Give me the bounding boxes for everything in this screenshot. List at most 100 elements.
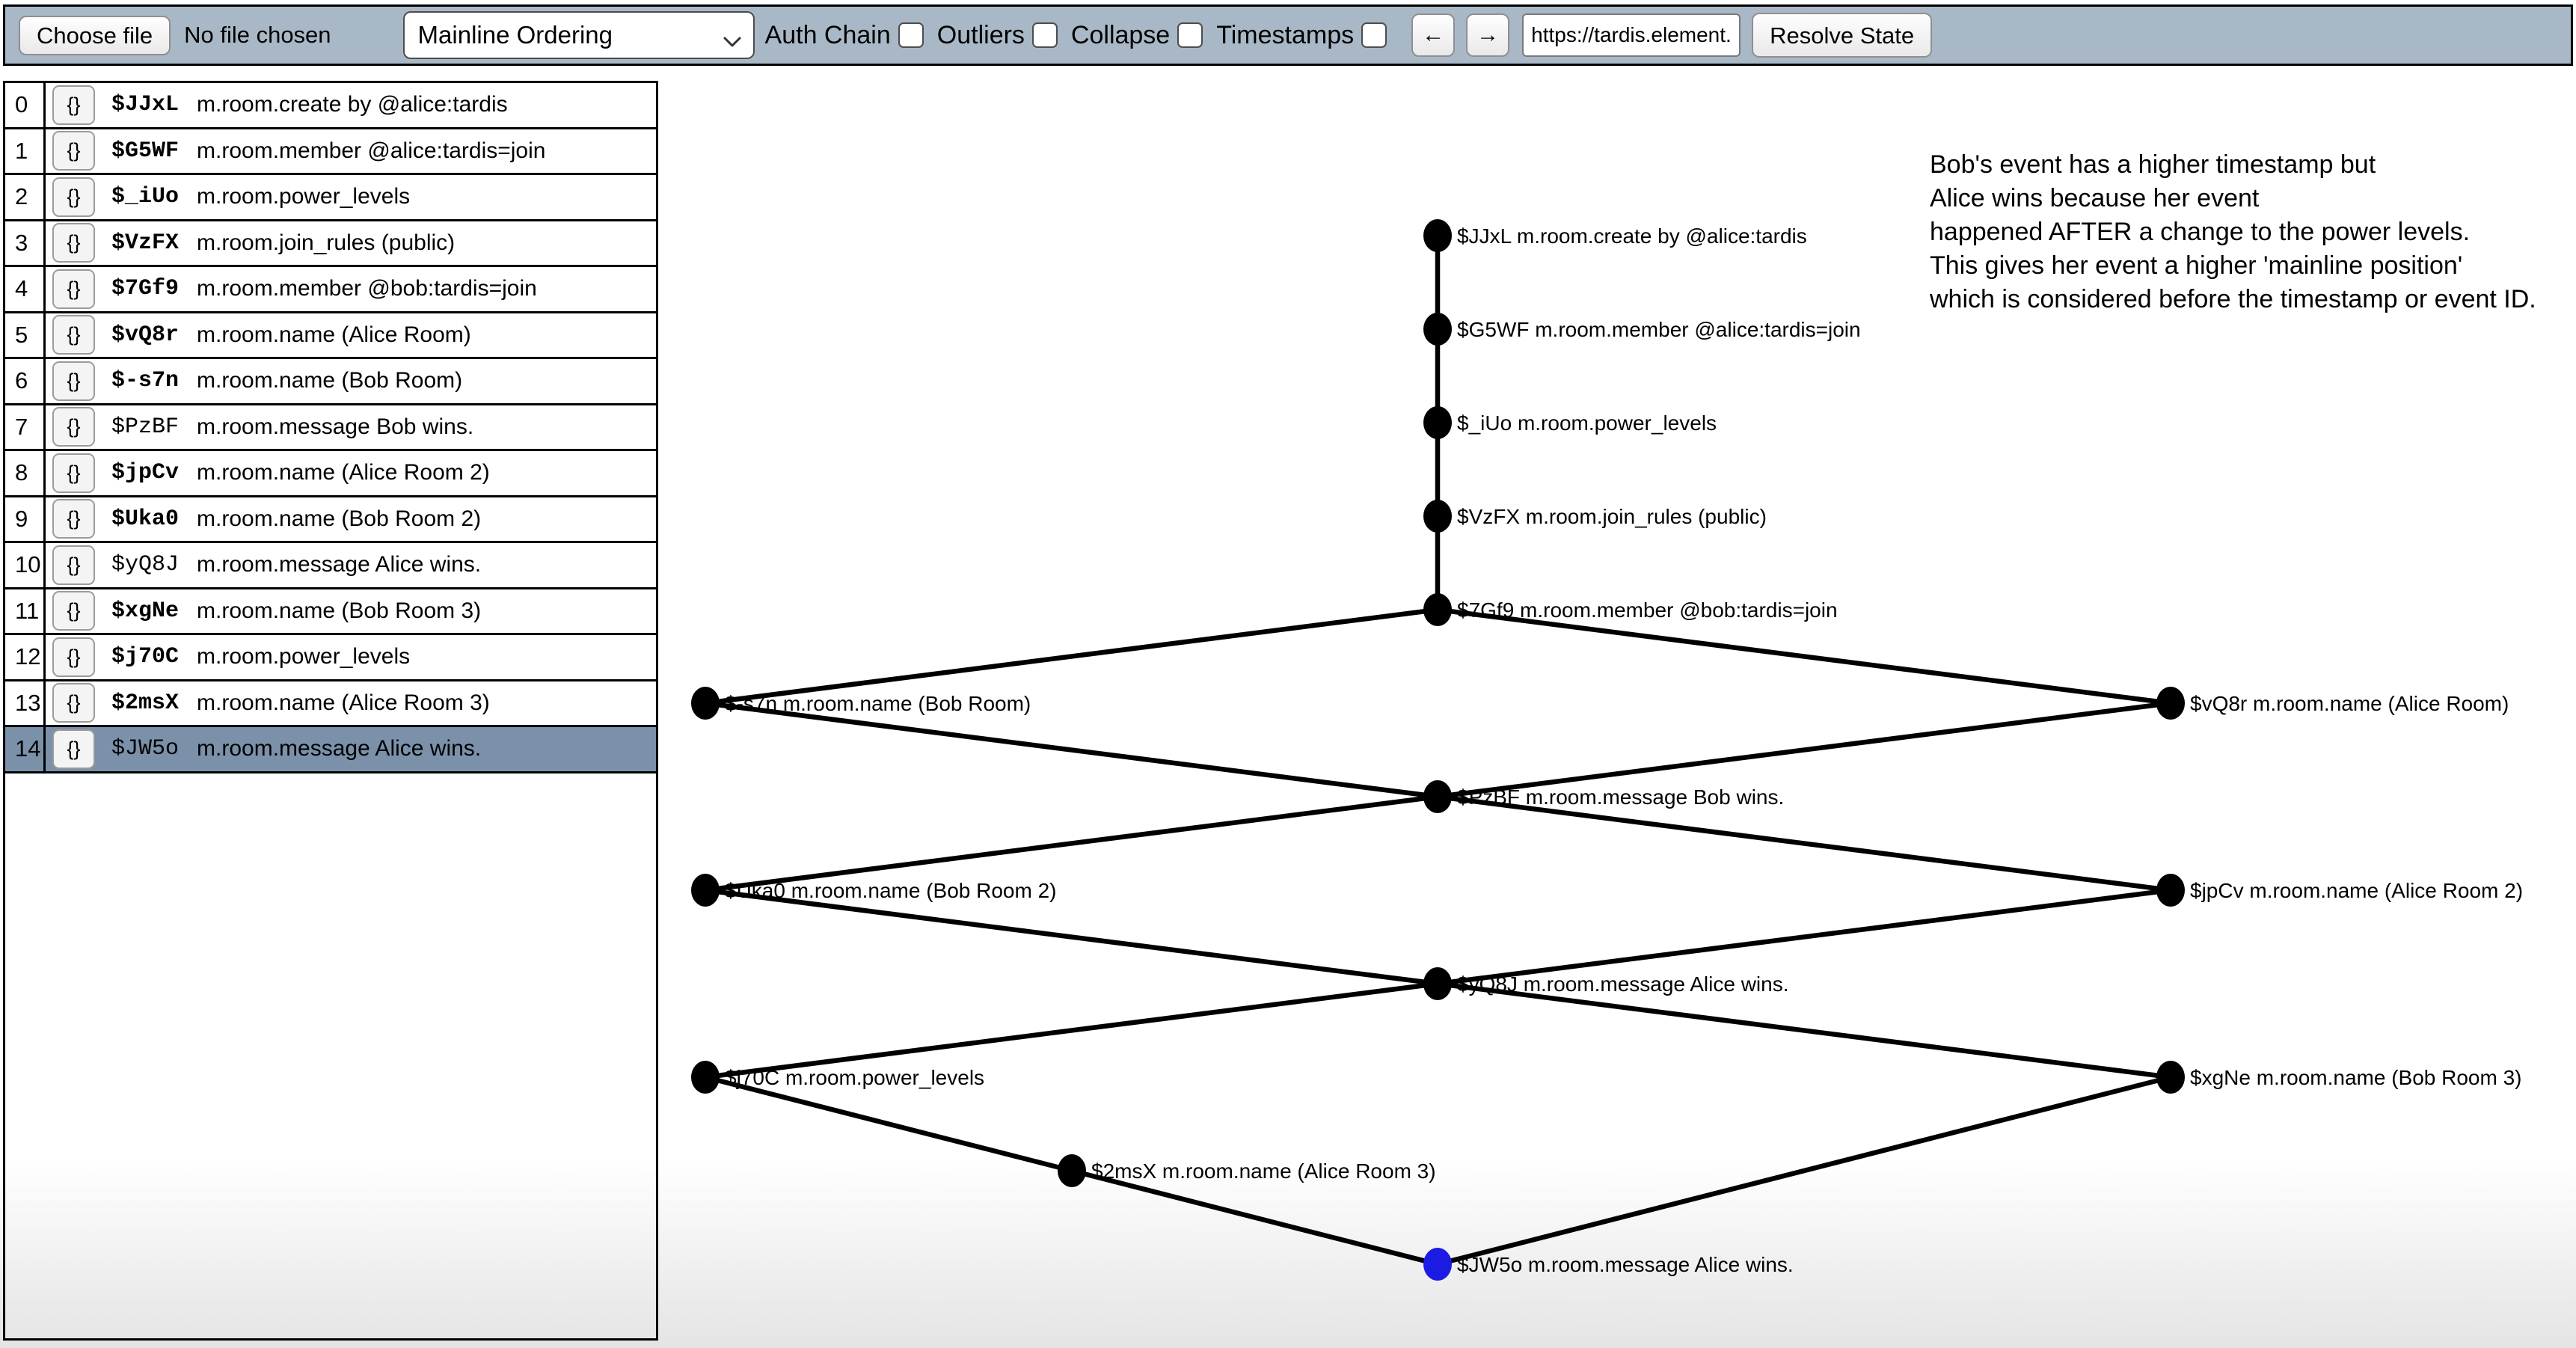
event-id: $vQ8r [111,322,180,348]
event-id: $j70C [111,644,180,670]
choose-file-button[interactable]: Choose file [19,15,171,55]
graph-node-$JJxL[interactable] [1423,219,1452,252]
event-description: m.room.message Alice wins. [197,552,482,578]
event-description: m.room.name (Bob Room 2) [197,506,482,531]
event-json-button[interactable]: {} [52,591,95,631]
graph-node-$PzBF[interactable] [1423,780,1452,813]
event-id: $-s7n [111,368,180,394]
graph-edge [1437,700,2171,800]
graph-edge [1437,607,2171,706]
event-id: $G5WF [111,138,180,164]
graph-node-label: $_iUo m.room.power_levels [1457,411,1717,435]
graph-node-$JW5o[interactable] [1423,1248,1452,1281]
graph-node-label: $JW5o m.room.message Alice wins. [1457,1253,1794,1276]
graph-node-$j70C[interactable] [691,1061,720,1094]
event-row-index: 1 [5,129,46,173]
event-json-button[interactable]: {} [52,85,95,125]
forward-button[interactable]: → [1466,13,1510,57]
event-id: $7Gf9 [111,276,180,302]
annotation-line: Bob's event has a higher timestamp but [1930,150,2376,179]
event-row-index: 5 [5,313,46,357]
event-description: m.room.name (Alice Room 3) [197,690,490,715]
back-button[interactable]: ← [1411,13,1456,57]
event-row-index: 8 [5,451,46,495]
timestamps-checkbox[interactable] [1361,22,1387,48]
auth-chain-checkbox[interactable] [898,22,924,48]
event-json-button[interactable]: {} [52,361,95,401]
event-json-button[interactable]: {} [52,407,95,447]
graph-node-$Uka0[interactable] [691,874,720,907]
event-description: m.room.join_rules (public) [197,230,456,255]
graph-edge [1437,1074,2171,1267]
event-row-index: 13 [5,681,46,725]
graph-node-label: $VzFX m.room.join_rules (public) [1457,505,1767,528]
graph-node-$jpCv[interactable] [2156,874,2185,907]
event-json-button[interactable]: {} [52,545,95,585]
event-json-button[interactable]: {} [52,269,95,309]
auth-chain-label: Auth Chain [764,20,891,49]
event-description: m.room.create by @alice:tardis [197,92,508,117]
event-json-button[interactable]: {} [52,453,95,493]
graph-node-$G5WF[interactable] [1423,313,1452,346]
graph-edge [705,887,1438,987]
event-json-button[interactable]: {} [52,315,95,355]
graph-edge [1437,887,2171,987]
graph-node-label: $vQ8r m.room.name (Alice Room) [2190,692,2509,715]
url-input[interactable] [1522,13,1741,57]
graph-node-$yQ8J[interactable] [1423,967,1452,1000]
event-json-button[interactable]: {} [52,637,95,677]
collapse-checkbox[interactable] [1177,22,1203,48]
timestamps-group: Timestamps [1216,21,1387,50]
event-id: $2msX [111,690,180,716]
outliers-label: Outliers [936,20,1025,49]
graph-node-$VzFX[interactable] [1423,500,1452,533]
timestamps-label: Timestamps [1216,20,1355,49]
graph-node-$xgNe[interactable] [2156,1061,2185,1094]
event-json-button[interactable]: {} [52,131,95,171]
event-row-index: 2 [5,175,46,219]
graph-edge [705,794,1438,893]
event-json-button[interactable]: {} [52,223,95,263]
event-json-button[interactable]: {} [52,177,95,217]
event-json-button[interactable]: {} [52,499,95,539]
graph-node-$_iUo[interactable] [1423,406,1452,439]
graph-node-$vQ8r[interactable] [2156,687,2185,720]
outliers-checkbox[interactable] [1031,22,1058,48]
annotation-line: This gives her event a higher 'mainline … [1930,251,2463,280]
event-id: $JW5o [111,736,180,762]
event-row-13[interactable]: 13{} $2msX m.room.name (Alice Room 3) [5,681,656,727]
event-json-button[interactable]: {} [52,729,95,769]
event-description: m.room.message Alice wins. [197,736,482,762]
outliers-group: Outliers [937,21,1058,50]
graph-node-label: $-s7n m.room.name (Bob Room) [725,692,1031,715]
graph-node-label: $JJxL m.room.create by @alice:tardis [1457,224,1807,248]
event-row-index: 4 [5,267,46,311]
event-row-index: 10 [5,543,46,587]
graph-node-label: $xgNe m.room.name (Bob Room 3) [2190,1066,2522,1089]
graph-node-$-s7n[interactable] [691,687,720,720]
event-json-button[interactable]: {} [52,683,95,723]
graph-node-$2msX[interactable] [1058,1154,1086,1187]
graph-node-$7Gf9[interactable] [1423,593,1452,626]
resolve-state-button[interactable]: Resolve State [1752,13,1933,58]
ordering-select[interactable]: Mainline Ordering [402,11,755,59]
graph-node-label: $Uka0 m.room.name (Bob Room 2) [725,879,1057,902]
